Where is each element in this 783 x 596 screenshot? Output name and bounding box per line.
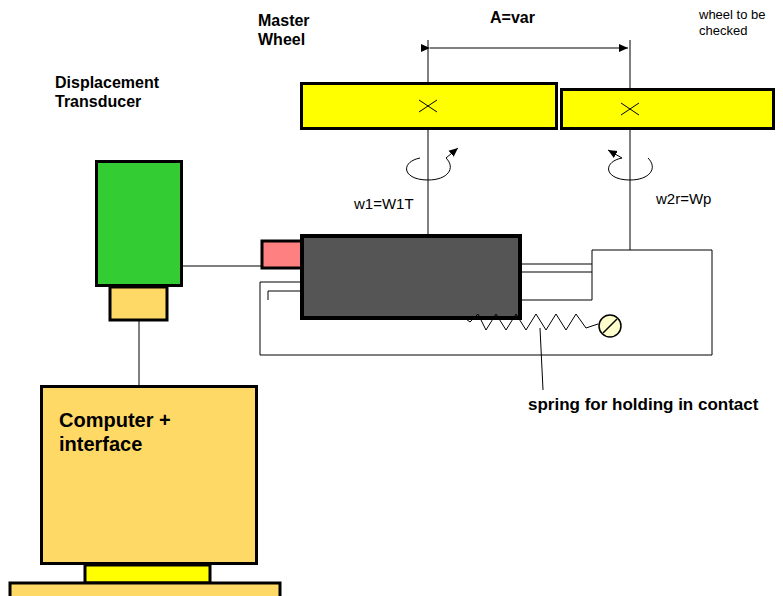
computer-box: Computer + interface [40, 385, 258, 565]
checked-wheel: wheel to be checked [560, 88, 775, 130]
shaft [428, 130, 429, 236]
displacement-transducer: Displacement Transducer [95, 160, 183, 287]
callout-label: spring for holding in contact [528, 395, 768, 415]
computer-stand [85, 565, 210, 583]
master-wheel: Master Wheel [300, 82, 558, 130]
rotation-arrow [608, 150, 622, 158]
axis-cross [303, 85, 555, 127]
adjusting-screw [603, 319, 617, 333]
speed-label: w1=W1T [354, 195, 434, 213]
rotation-arrow [609, 158, 653, 180]
probe-rod [183, 266, 262, 267]
adjusting-screw [599, 315, 621, 337]
carriage [302, 236, 520, 318]
dimension-tick [630, 40, 631, 88]
transducer-head [110, 287, 167, 320]
rotation-arrow [446, 148, 458, 158]
axis-cross [563, 91, 772, 127]
dimension-label: A=var [490, 8, 570, 27]
part-name: Displacement Transducer [55, 73, 220, 111]
dimension-line [430, 48, 628, 49]
leader-line [540, 328, 543, 390]
box-text: Computer + interface [59, 408, 249, 456]
rotation-arrow [407, 158, 451, 180]
speed-label: w2r=Wp [656, 190, 746, 208]
computer-base [10, 583, 280, 596]
spring-symbol [462, 314, 598, 330]
dimension-tick [428, 40, 429, 82]
part-name: Master Wheel [258, 11, 338, 49]
shaft [630, 130, 631, 250]
part-name: wheel to be checked [699, 7, 781, 38]
probe-tip [262, 241, 302, 268]
